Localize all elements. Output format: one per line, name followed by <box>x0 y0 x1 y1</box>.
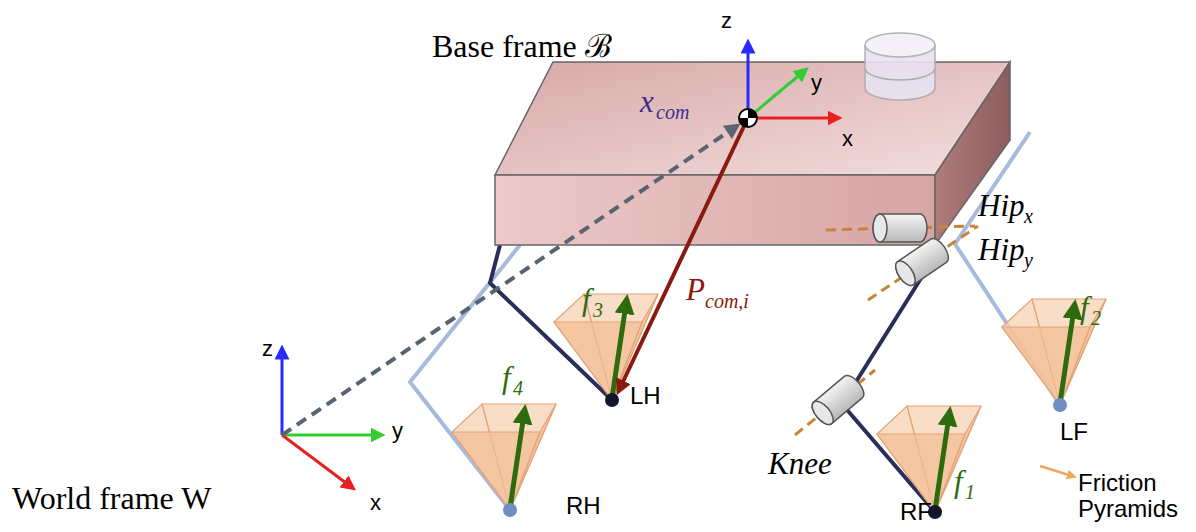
force-symbol: f <box>1080 292 1089 323</box>
force-arrow <box>935 416 949 510</box>
pyramid-face <box>1002 327 1090 405</box>
cylinder-body <box>808 372 867 428</box>
force-arrow <box>510 414 524 508</box>
frame-title: Base frame ℬ <box>432 30 612 62</box>
force-symbol: f <box>502 362 511 393</box>
friction-pyramid <box>1002 299 1106 405</box>
foot <box>605 393 619 407</box>
world-axes <box>282 352 378 486</box>
friction-pyramid <box>452 404 556 510</box>
force-symbol: f <box>582 284 591 315</box>
pyramid-face <box>554 322 642 400</box>
pyramid-face <box>510 404 556 510</box>
force-arrow <box>1060 309 1074 403</box>
pyramid-face <box>935 406 981 512</box>
axis-letter: z <box>721 10 732 32</box>
axis-letter: z <box>262 338 273 360</box>
math-subscript: 2 <box>1091 308 1101 328</box>
math-subscript: com <box>656 102 689 122</box>
math-subscript: 4 <box>513 378 523 398</box>
joint-name: Knee <box>768 448 832 479</box>
cylinder-body <box>892 235 952 288</box>
force-symbol: f <box>954 466 963 497</box>
math-symbol: P <box>686 274 705 305</box>
math-subscript: 1 <box>965 482 975 502</box>
axis-letter: x <box>370 492 381 514</box>
axis-letter: y <box>392 420 403 442</box>
pointer-arrow <box>1040 466 1072 476</box>
com-symbol <box>739 109 757 127</box>
leg-name: RH <box>566 494 601 518</box>
pyramid-face <box>452 432 540 510</box>
cylinder-end <box>808 398 837 428</box>
friction-pyramids <box>452 294 1106 512</box>
payload-cylinder <box>865 33 935 100</box>
leg-name: LH <box>630 384 661 408</box>
joint-name: Hip <box>978 234 1025 265</box>
leg-name: LF <box>1060 420 1088 444</box>
joint-cylinder <box>873 214 927 242</box>
leg-name: RF <box>900 500 932 524</box>
feet <box>503 393 1067 519</box>
callout-text: Friction Pyramids <box>1078 470 1190 523</box>
joint-cylinder <box>892 235 952 288</box>
com-foot-vector <box>620 124 745 388</box>
com-position-vector <box>282 128 734 435</box>
axis-letter: x <box>842 128 853 150</box>
foot <box>1053 398 1067 412</box>
joint-cylinders <box>808 214 952 428</box>
math-subscript: x <box>1024 206 1033 226</box>
math-subscript: 3 <box>593 300 603 320</box>
joint-name: Hip <box>978 190 1025 221</box>
base-axes <box>748 46 835 118</box>
axis-letter: y <box>811 72 822 94</box>
cylinder-end <box>892 258 919 289</box>
cylinder-end <box>873 214 887 242</box>
math-symbol: x <box>640 86 654 117</box>
foot <box>503 503 517 517</box>
math-subscript: y <box>1024 250 1033 270</box>
joint-cylinder <box>808 372 867 428</box>
cylinder-body <box>873 214 927 242</box>
math-subscript: com,i <box>705 291 749 311</box>
frame-title: World frame W <box>12 482 211 514</box>
friction-pyramid <box>877 406 981 512</box>
